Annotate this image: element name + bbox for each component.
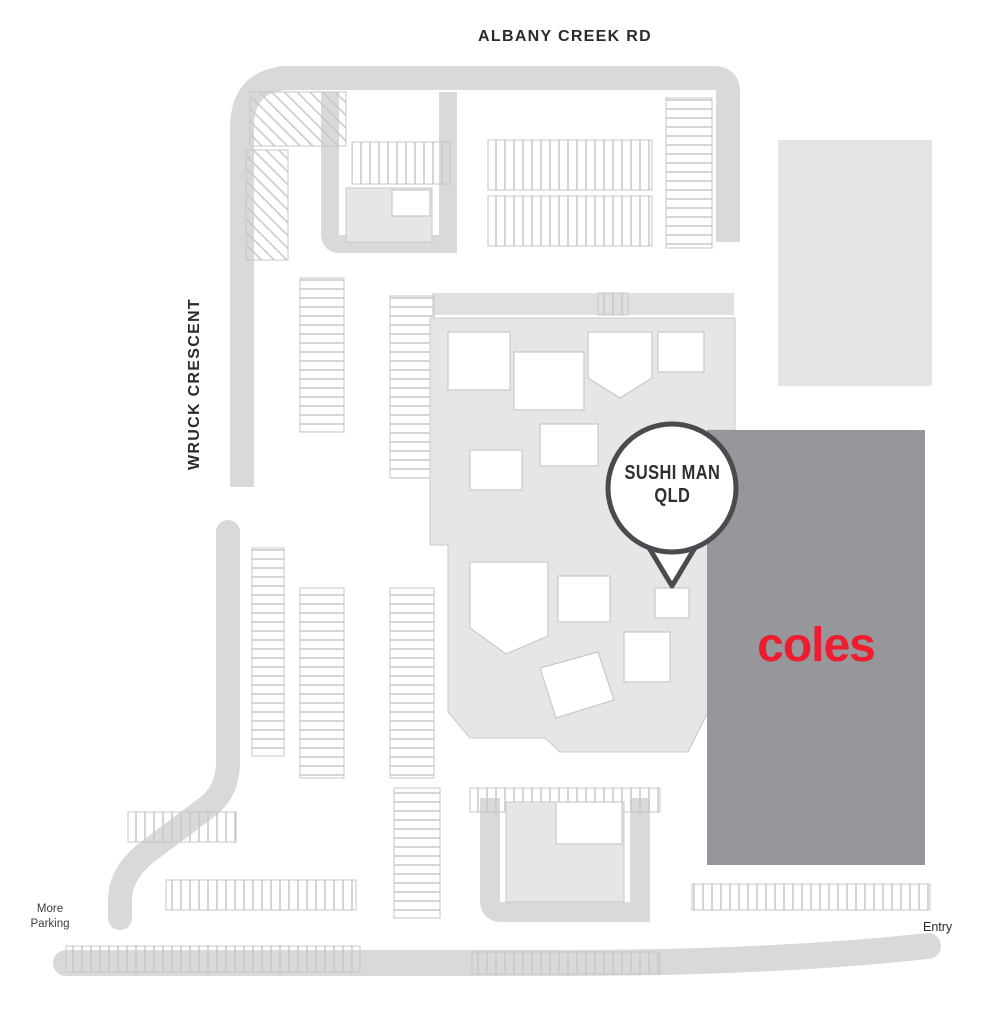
parking-row bbox=[165, 879, 357, 911]
marker-store-name[interactable]: SUSHI MAN QLD bbox=[592, 462, 752, 508]
parking-row bbox=[389, 295, 435, 479]
marker-bubble bbox=[605, 421, 739, 555]
tenancy-unit bbox=[657, 331, 705, 373]
location-marker[interactable] bbox=[605, 421, 739, 589]
tenancy-unit bbox=[555, 801, 623, 845]
parking-row bbox=[299, 587, 345, 779]
building-bottom bbox=[505, 801, 625, 903]
coles-logo: coles bbox=[757, 619, 876, 672]
parking-areas bbox=[65, 91, 931, 975]
parking-row bbox=[245, 149, 289, 261]
more-parking-label: More Parking bbox=[16, 902, 84, 932]
marker-store-line1: SUSHI MAN bbox=[624, 462, 720, 484]
tenancy-unit bbox=[623, 631, 671, 683]
buildings bbox=[345, 140, 932, 903]
tenancy-unit bbox=[539, 423, 599, 467]
parking-row bbox=[487, 139, 653, 191]
road-top bbox=[278, 66, 740, 242]
parking-row bbox=[65, 945, 361, 973]
entry-label: Entry bbox=[923, 920, 953, 934]
tenancy-unit bbox=[587, 331, 653, 399]
road-label-wruck-crescent: WRUCK CRESCENT bbox=[186, 298, 203, 470]
tenancy-unit bbox=[391, 189, 431, 217]
parking-row bbox=[127, 811, 237, 843]
tenancy-unit bbox=[469, 449, 523, 491]
more-parking-line2: Parking bbox=[30, 917, 70, 930]
tenancy-unit bbox=[447, 331, 511, 391]
parking-row bbox=[251, 547, 285, 757]
more-parking-line1: More bbox=[36, 903, 64, 915]
tenancy-unit bbox=[539, 651, 615, 719]
road-left-lower bbox=[108, 520, 240, 930]
zebra-crossing bbox=[597, 292, 629, 316]
tenancy-unit bbox=[557, 575, 611, 623]
building-top-right bbox=[778, 140, 932, 386]
parking-row bbox=[299, 277, 345, 433]
tenancy-unit-sushi-man bbox=[654, 587, 690, 619]
parking-row bbox=[351, 141, 451, 185]
coles-building bbox=[707, 430, 925, 865]
parking-row bbox=[249, 91, 347, 147]
parking-row bbox=[393, 787, 441, 919]
tenancy-unit bbox=[513, 351, 585, 411]
road-label-albany-creek-rd: ALBANY CREEK RD bbox=[478, 28, 652, 45]
tenancy-unit bbox=[469, 561, 549, 655]
marker-store-line2: QLD bbox=[654, 485, 690, 507]
parking-row bbox=[665, 97, 713, 249]
parking-row bbox=[691, 883, 931, 911]
walkway bbox=[432, 293, 734, 315]
parking-row bbox=[471, 951, 661, 975]
parking-row bbox=[389, 587, 435, 779]
road-island-loop bbox=[321, 92, 457, 253]
road-bottom-loop bbox=[480, 798, 650, 922]
parking-row bbox=[487, 195, 653, 247]
